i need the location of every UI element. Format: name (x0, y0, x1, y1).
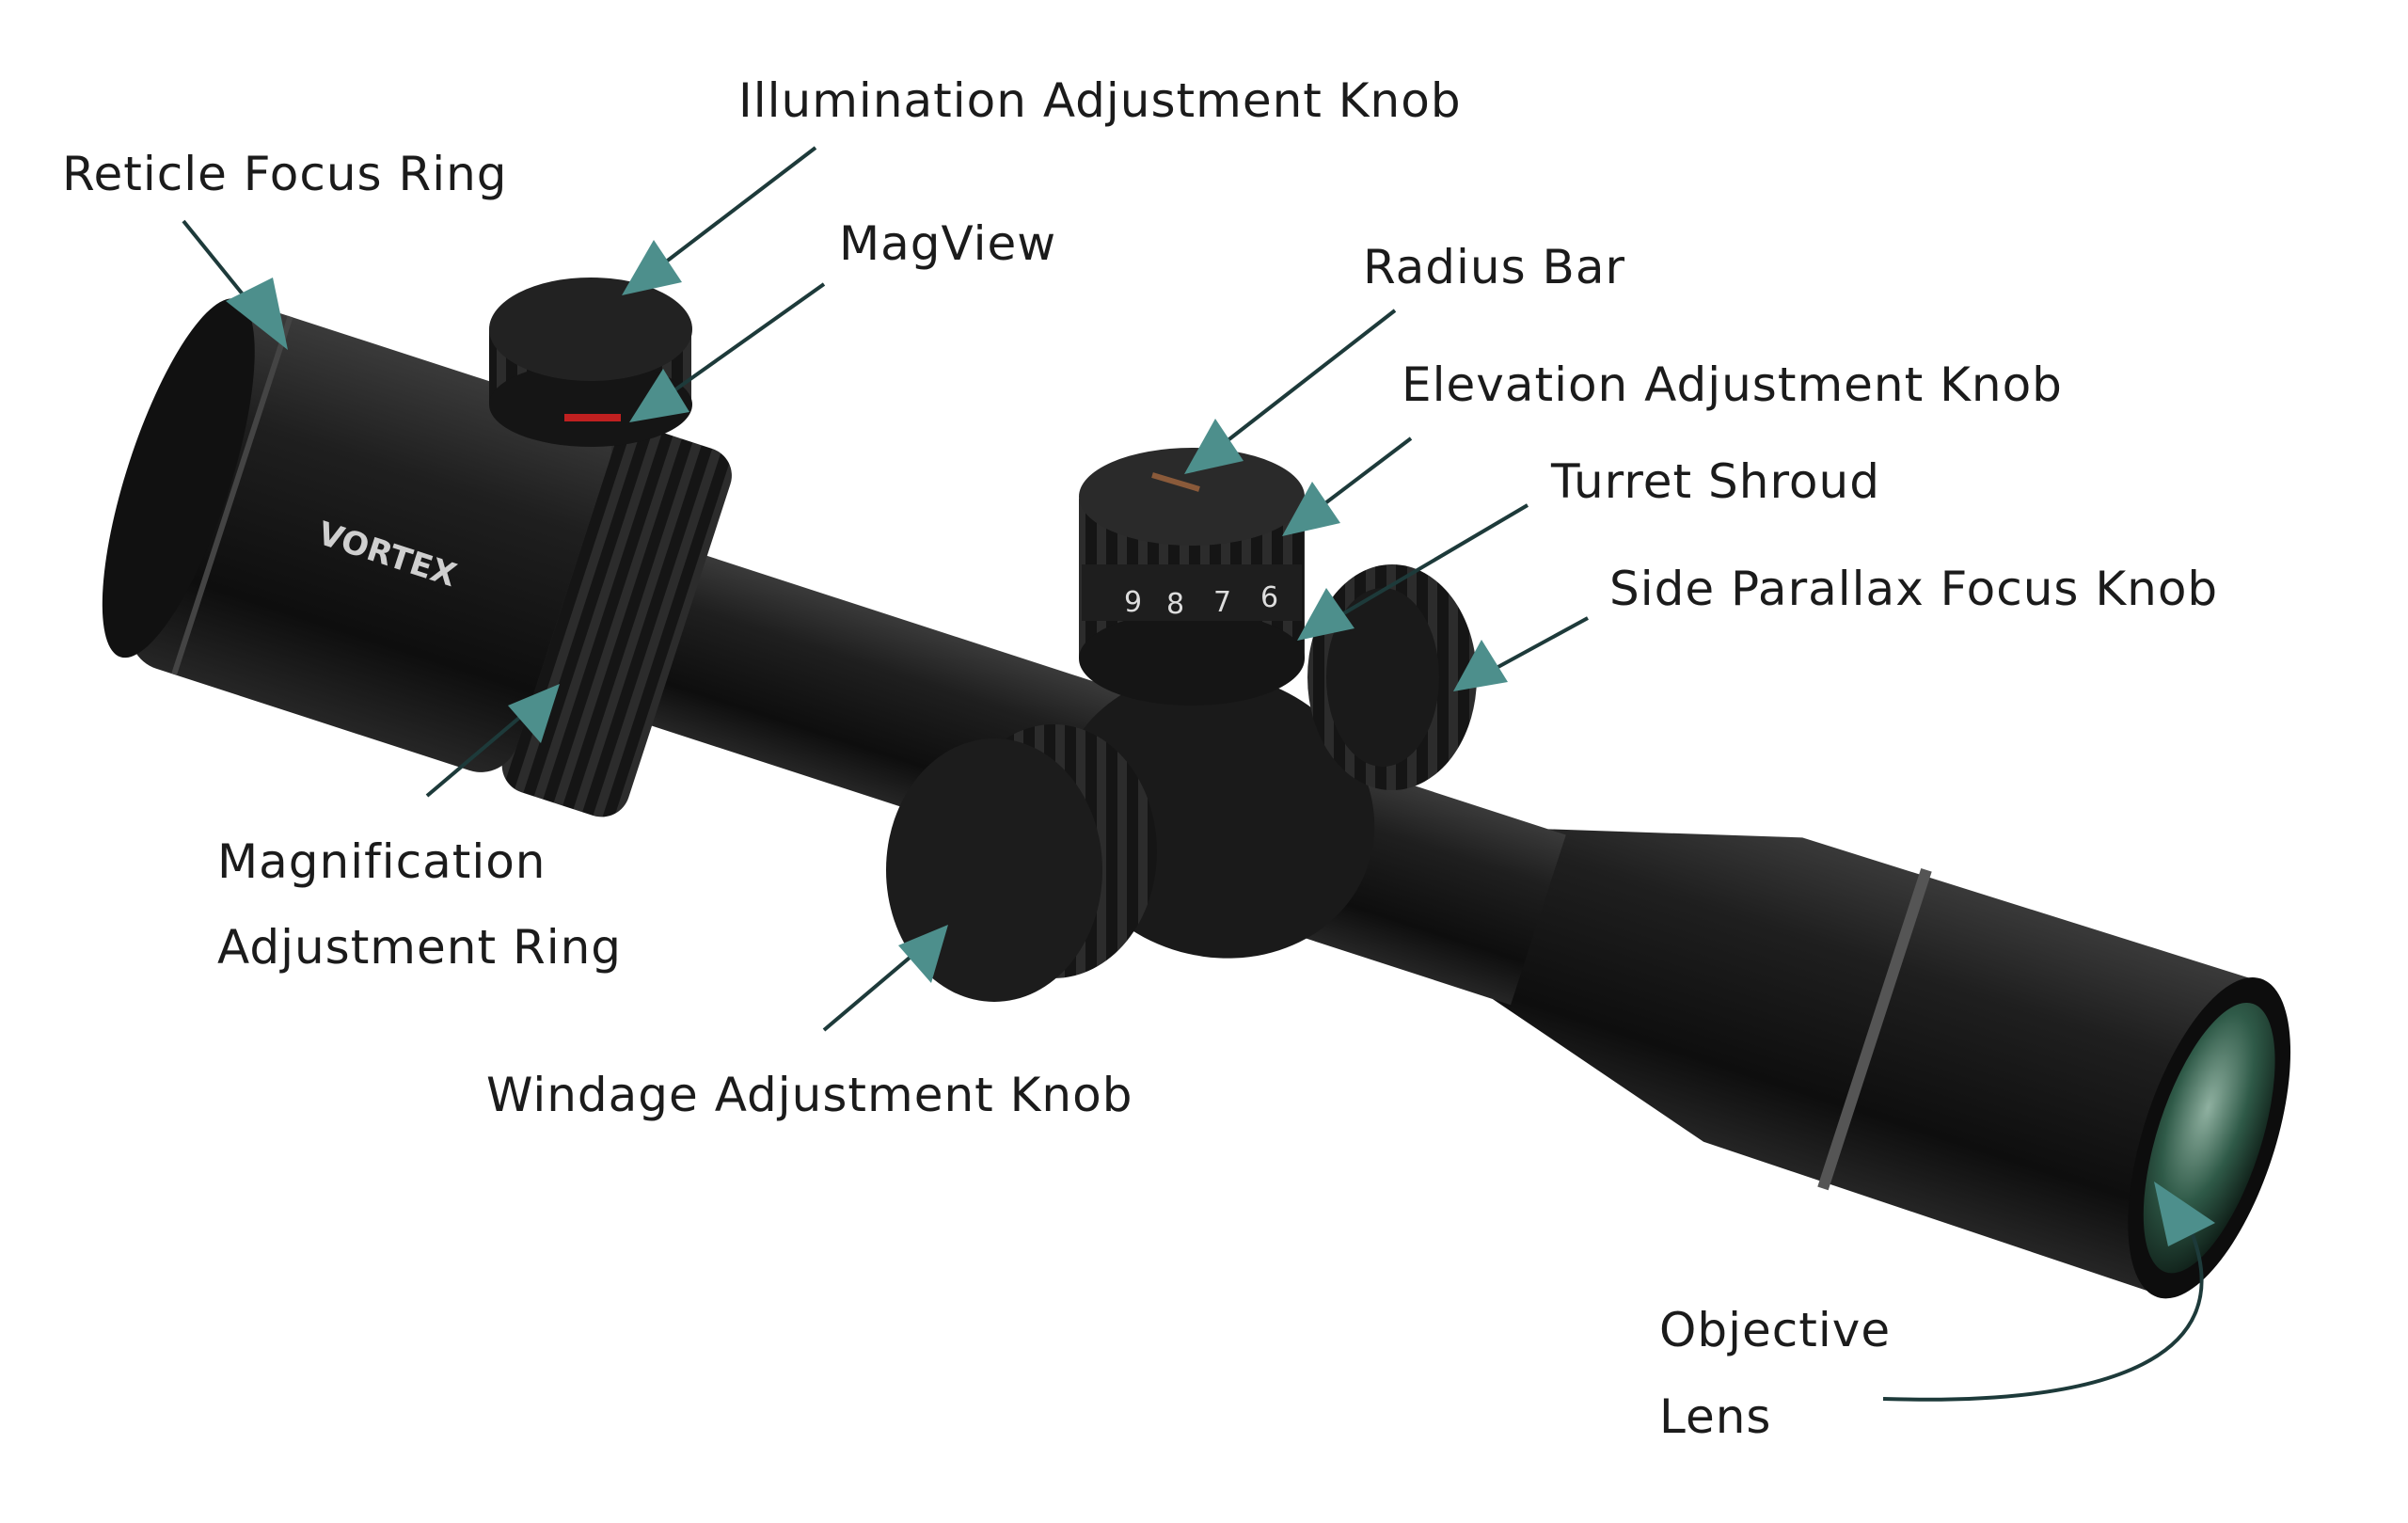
arrow-elevation (1282, 436, 1413, 536)
eyepiece (130, 309, 612, 772)
arrow-turret-shroud (1297, 503, 1529, 641)
label-side-parallax-knob: Side Parallax Focus Knob (1609, 562, 2218, 616)
arrow-windage (822, 925, 948, 1032)
label-turret-shroud: Turret Shroud (1550, 454, 1880, 509)
magnification-ring (501, 423, 732, 817)
callout-arrows (182, 146, 2215, 1402)
label-illumination-knob: Illumination Adjustment Knob (738, 73, 1462, 128)
arrow-illumination (622, 146, 817, 295)
radius-bar (1151, 472, 1200, 492)
arrow-magview (629, 282, 826, 422)
reticle-focus-ring-edge (171, 315, 293, 675)
turret-number: 8 (1166, 588, 1184, 621)
label-windage-knob: Windage Adjustment Knob (486, 1068, 1133, 1122)
label-objective-lens-line1: Objective (1659, 1303, 1891, 1357)
illumination-knob (489, 278, 692, 447)
label-magview: MagView (839, 216, 1056, 271)
elevation-turret: 9 8 7 6 (1079, 448, 1305, 706)
objective-ring-line (1817, 867, 1932, 1191)
eyepiece-end (102, 298, 255, 658)
radius-bar-cap (1079, 448, 1305, 546)
label-radius-bar: Radius Bar (1363, 240, 1625, 294)
arrow-magnification (425, 684, 560, 798)
objective-bell (1493, 829, 2260, 1295)
arrow-side-parallax (1453, 616, 1589, 691)
label-objective-lens-line2: Lens (1659, 1389, 1771, 1444)
label-elevation-knob: Elevation Adjustment Knob (1402, 357, 2063, 412)
arrow-reticle-focus-ring (182, 219, 288, 350)
side-parallax-knob (1307, 564, 1477, 790)
turret-number: 6 (1260, 581, 1278, 614)
turret-number: 9 (1124, 586, 1142, 619)
label-magnification-ring-line2: Adjustment Ring (217, 920, 622, 975)
label-magnification-ring-line1: Magnification (217, 834, 547, 889)
magview-red-mark (564, 414, 621, 421)
scope-body: VORTEX (102, 298, 2291, 1299)
windage-knob (886, 724, 1157, 1002)
arrow-radius-bar (1184, 309, 1397, 474)
arrow-objective-lens (1882, 1182, 2215, 1402)
turret-number: 7 (1213, 586, 1231, 619)
label-reticle-focus-ring: Reticle Focus Ring (62, 147, 508, 201)
